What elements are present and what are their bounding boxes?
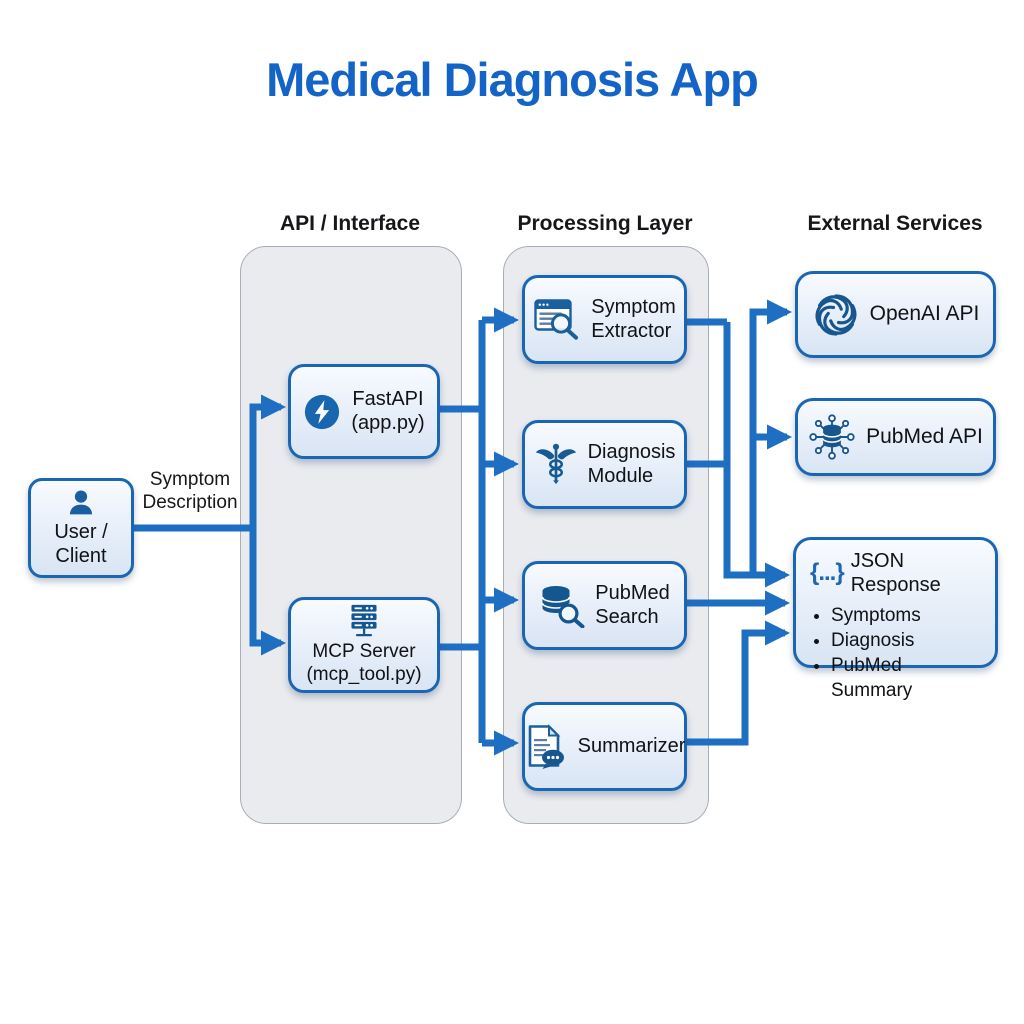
json-bullet-symptoms: Symptoms — [831, 603, 983, 628]
edge-to-openai — [749, 299, 793, 575]
json-response-bullet-list: Symptoms Diagnosis PubMed Summary — [810, 603, 983, 703]
edge-split-to-fastapi — [249, 394, 287, 528]
json-bullet-pubmed-summary: PubMed Summary — [831, 653, 983, 703]
edge-label-symptom-description: Symptom Description — [142, 469, 238, 514]
node-user-client: User / Client — [28, 478, 134, 578]
page-title: Medical Diagnosis App — [266, 53, 759, 106]
panel-api-interface — [240, 246, 462, 824]
json-bullet-diagnosis: Diagnosis — [831, 628, 983, 653]
server-rack-icon — [351, 604, 377, 637]
json-response-label: JSON Response — [850, 550, 941, 596]
node-fastapi: FastAPI (app.py) — [288, 364, 440, 459]
node-summarizer: Summarizer — [522, 702, 687, 791]
document-search-icon — [534, 298, 579, 340]
edge-summarizer-to-json — [687, 620, 791, 746]
node-pubmed-api: PubMed API — [795, 398, 996, 476]
edge-split-to-mcp — [249, 528, 287, 656]
column-header-processing-layer: Processing Layer — [517, 212, 693, 235]
node-mcp-server: MCP Server (mcp_tool.py) — [288, 597, 440, 693]
document-chat-icon — [528, 723, 564, 769]
user-icon — [69, 490, 93, 515]
node-diagnosis-module: Diagnosis Module — [522, 420, 687, 509]
column-header-external-services: External Services — [807, 212, 983, 235]
database-search-icon — [541, 585, 585, 628]
database-network-icon — [809, 414, 855, 460]
node-symptom-extractor: Symptom Extractor — [522, 275, 687, 364]
column-header-api-interface: API / Interface — [279, 212, 421, 235]
node-json-response: {...} JSON Response Symptoms Diagnosis P… — [793, 537, 998, 701]
json-braces-icon: {...} — [810, 559, 845, 587]
openai-logo-icon — [815, 293, 857, 336]
node-pubmed-search: PubMed Search — [522, 561, 687, 650]
edge-to-json-1 — [723, 322, 791, 588]
bolt-icon — [305, 394, 340, 429]
caduceus-icon — [535, 443, 576, 484]
node-openai-api: OpenAI API — [795, 271, 996, 358]
